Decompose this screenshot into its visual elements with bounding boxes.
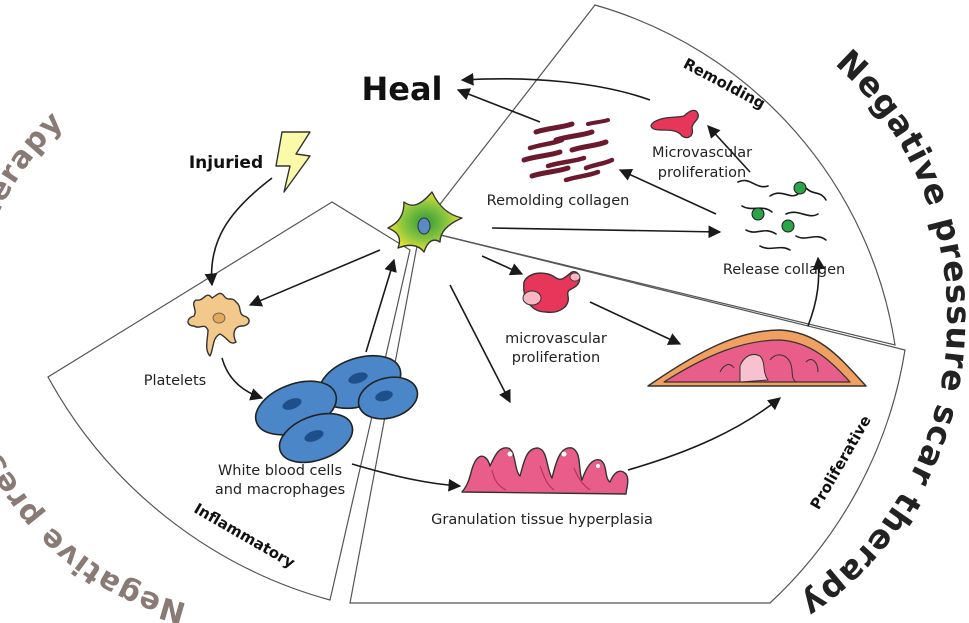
platelets-label: Platelets: [144, 373, 206, 389]
panel-remolding: [418, 4, 896, 346]
arrow-fibroblast-to-platelet: [248, 249, 381, 307]
arrow-fibroblast-to-granulation: [449, 284, 511, 404]
white-blood-cells-icon: [254, 354, 419, 464]
microvascular-upper-line2: proliferation: [658, 165, 746, 181]
panel-inflammatory: [47, 201, 411, 601]
lower-vessel-icon: [522, 271, 581, 313]
heal-label: Heal: [361, 70, 442, 108]
arrow-platelet-to-wbc: [221, 357, 264, 401]
release-collagen-label: Release collagen: [723, 262, 845, 278]
panel-outlines: [47, 4, 906, 604]
upper-vessel-icon: [650, 109, 699, 139]
arrow-vessel-to-mound: [589, 301, 682, 345]
skin-mound-icon: [647, 329, 867, 387]
microvascular-lower-line2: proliferation: [512, 350, 600, 366]
granulation-tissue-icon: [461, 447, 629, 495]
lightning-icon: [275, 131, 311, 193]
scar-therapy-title: Negative pressure scar therapy: [795, 42, 969, 623]
white-cells-label-line2: and macrophages: [215, 482, 345, 498]
white-cells-label-line1: White blood cells: [218, 463, 342, 479]
microvascular-lower-line1: microvascular: [505, 331, 607, 347]
remolding-collagen-label: Remolding collagen: [487, 193, 630, 209]
remolding-collagen-icon: [521, 118, 615, 183]
arrow-remolding-to-heal: [456, 88, 541, 123]
microvascular-upper-line1: Microvascular: [652, 145, 752, 161]
platelet-icon: [187, 292, 250, 357]
arrow-mound-to-release: [807, 256, 826, 327]
arrow-wbc-to-granulation: [351, 463, 462, 492]
phase-proliferative-label: Proliferative: [807, 412, 875, 512]
panel-proliferative: [349, 229, 906, 604]
process-arrows: [204, 72, 826, 492]
arrow-fibroblast-to-vessel: [481, 255, 524, 276]
arrow-injury-to-platelet: [204, 177, 273, 287]
arrow-release-to-upper-vessel: [707, 125, 751, 173]
arrow-granulation-to-mound: [627, 397, 781, 471]
arrow-fibroblast-to-release: [491, 225, 722, 239]
phase-inflammatory-label: Inflammatory: [191, 499, 299, 571]
arrow-vessel-to-heal: [460, 72, 651, 101]
arrow-release-to-remolding: [618, 168, 717, 215]
wound-therapy-title: Negative pressure wound therapy: [0, 104, 189, 623]
release-collagen-icon: [737, 179, 827, 251]
injuried-label: Injuried: [189, 153, 263, 173]
granulation-label: Granulation tissue hyperplasia: [431, 512, 653, 528]
fibroblast-cell-icon: [387, 191, 463, 253]
phase-remolding-label: Remolding: [680, 54, 768, 112]
arrow-wbc-to-fibroblast: [365, 258, 397, 353]
